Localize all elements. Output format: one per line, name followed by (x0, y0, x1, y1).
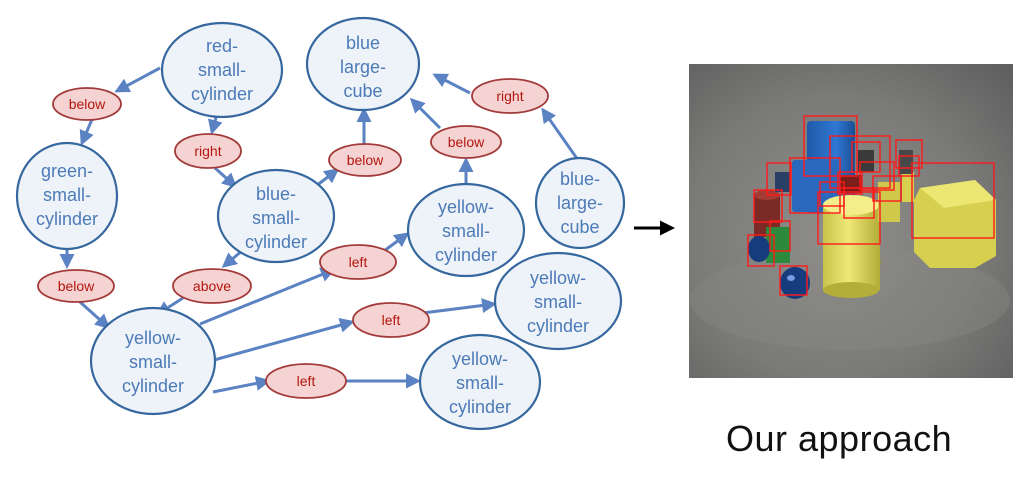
node-yellow-small-cylinder-mid: yellow- small- cylinder (406, 182, 526, 278)
relation-above: above (172, 268, 252, 304)
edge-below-to-yellow1 (79, 300, 111, 329)
relation-label: right (496, 88, 523, 104)
detection-box (769, 220, 791, 252)
node-label-line: cylinder (122, 376, 184, 396)
node-label-line: large- (340, 57, 386, 77)
node-label-line: small- (129, 352, 177, 372)
relation-label: below (58, 278, 95, 294)
relation-label: right (194, 143, 221, 159)
node-label-line: yellow- (438, 197, 494, 217)
relation-label: below (69, 96, 106, 112)
node-yellow-small-cylinder-left: yellow- small- cylinder (89, 306, 217, 416)
detection-box (895, 139, 923, 169)
edge-red-to-below (114, 66, 161, 93)
node-label-line: yellow- (452, 349, 508, 369)
node-label-line: blue- (560, 169, 600, 189)
relation-below-bottom-left: below (37, 269, 115, 303)
relation-label: above (193, 278, 231, 294)
node-label-line: small- (198, 60, 246, 80)
yellow-cylinder-shape (823, 205, 880, 290)
node-label-line: small- (43, 185, 91, 205)
node-label-line: green- (41, 161, 93, 181)
detection-box (817, 191, 881, 245)
edge-right-to-blue-large (432, 73, 471, 95)
relation-below-top-left: below (52, 87, 122, 121)
node-label-line: blue- (256, 184, 296, 204)
node-label-line: small- (252, 208, 300, 228)
blue-sphere-shape-2 (780, 267, 810, 299)
node-label-line: cylinder (245, 232, 307, 252)
detection-box (766, 162, 792, 196)
edge-yellow1-to-left3 (212, 375, 271, 394)
node-label-line: cylinder (191, 84, 253, 104)
node-label-line: cube (343, 81, 382, 101)
node-label-line: small- (456, 373, 504, 393)
node-label-line: cylinder (449, 397, 511, 417)
detection-box (911, 162, 995, 239)
edge-yellow1-to-left2 (213, 317, 355, 362)
relation-left-middle: left (352, 302, 430, 338)
detection-box (779, 265, 808, 296)
node-blue-small-cylinder: blue- small- cylinder (216, 168, 336, 264)
relation-right-upper: right (174, 133, 242, 169)
relation-right-top: right (471, 78, 549, 114)
node-label-line: yellow- (530, 268, 586, 288)
edge-below-to-green (79, 116, 95, 146)
detection-box (837, 171, 863, 195)
edge-yellow1-to-left1 (199, 267, 336, 326)
node-label-line: cube (560, 217, 599, 237)
node-blue-large-cube-right: blue- large- cube (534, 156, 626, 250)
detection-box (851, 141, 881, 173)
relation-label: below (448, 134, 485, 150)
detection-box (747, 234, 775, 267)
detection-box (789, 157, 841, 214)
node-green-small-cylinder: green- small- cylinder (15, 141, 119, 251)
edge-blue-small-to-below (315, 168, 340, 188)
edge-below-to-blue-large-b (409, 97, 442, 130)
detection-box (843, 187, 875, 219)
node-label-line: red- (206, 36, 238, 56)
node-yellow-small-cylinder-right: yellow- small- cylinder (493, 251, 623, 351)
relation-left-upper: left (319, 244, 397, 280)
node-label-line: small- (442, 221, 490, 241)
node-blue-large-cube: blue large- cube (305, 16, 421, 112)
node-label-line: small- (534, 292, 582, 312)
relation-below-right: below (430, 125, 502, 159)
scene-render-image (689, 64, 1013, 378)
node-label-line: cylinder (435, 245, 497, 265)
blue-sphere-shape (748, 236, 770, 262)
detection-box (898, 155, 920, 177)
relation-label: left (382, 312, 401, 328)
node-label-line: cylinder (527, 316, 589, 336)
node-red-small-cylinder: red- small- cylinder (160, 21, 284, 119)
node-yellow-small-cylinder-bottom: yellow- small- cylinder (418, 333, 542, 431)
edge-left1-to-yellow2 (383, 232, 410, 253)
edge-blue-large2-to-right (541, 107, 580, 161)
relation-label: left (297, 373, 316, 389)
relation-label: below (347, 152, 384, 168)
edge-right-to-blue-small (213, 166, 238, 189)
node-label-line: blue (346, 33, 380, 53)
caption-our-approach: Our approach (726, 418, 953, 459)
node-label-line: large- (557, 193, 603, 213)
detection-box (753, 189, 783, 223)
relation-below-center: below (328, 143, 402, 177)
node-label-line: yellow- (125, 328, 181, 348)
node-label-line: cylinder (36, 209, 98, 229)
relation-left-lower: left (265, 363, 347, 399)
relation-label: left (349, 254, 368, 270)
